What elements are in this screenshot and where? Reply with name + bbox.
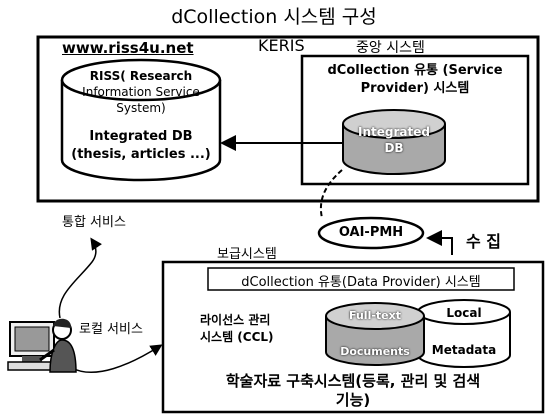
service-provider-line1: dCollection 유통 (Service <box>327 63 503 78</box>
diagram-title: dCollection 시스템 구성 <box>171 6 377 28</box>
metadata-line2: Metadata <box>431 343 497 357</box>
license-line1: 라이선스 관리 <box>200 313 271 327</box>
data-provider-box <box>207 267 515 291</box>
oai-pmh-ellipse <box>317 216 425 250</box>
service-provider-box <box>300 54 530 186</box>
fulltext-line2: Documents <box>340 345 410 358</box>
central-system-label: 중앙 시스템 <box>356 40 425 56</box>
local-service-label: 로컬 서비스 <box>79 322 143 337</box>
integrated-db-right-label: Integrated DB <box>343 124 445 156</box>
local-site-label: 보급시스템 <box>217 247 277 262</box>
local-site-box <box>161 260 545 414</box>
collect-arrow <box>426 230 453 255</box>
integrated-db-right-line2: DB <box>384 141 404 155</box>
fulltext-line1: Full-text <box>349 309 401 322</box>
integrated-db-left-line2: (thesis, articles ...) <box>71 147 211 162</box>
riss-database-cylinder <box>60 58 222 182</box>
build-system-label: 학술자료 구축시스템(등록, 관리 및 검색 기능) <box>170 372 536 410</box>
user-at-computer-icon <box>7 318 77 373</box>
metadata-line1: Local <box>446 306 482 320</box>
fulltext-cylinder <box>325 302 425 366</box>
integrated-service-arrow <box>58 237 102 319</box>
oai-pmh-label: OAI-PMH <box>338 225 404 240</box>
build-system-line1: 학술자료 구축시스템(등록, 관리 및 검색 <box>225 372 481 390</box>
integrated-db-left-label: Integrated DB (thesis, articles ...) <box>62 128 220 164</box>
riss-label-line2: Information Service <box>82 85 200 99</box>
service-provider-label: dCollection 유통 (Service Provider) 시스템 <box>302 62 528 98</box>
collect-label: 수 집 <box>466 232 502 251</box>
integrated-db-left-line1: Integrated DB <box>89 129 193 144</box>
keris-label: KERIS <box>258 36 305 55</box>
integrated-db-right-line1: Integrated <box>358 125 430 139</box>
riss-label-line1: RISS( Research <box>89 69 193 83</box>
riss-label-line3: System) <box>116 101 166 115</box>
local-metadata-cylinder <box>417 299 511 368</box>
dashed-connector <box>320 169 343 219</box>
local-service-arrow <box>71 344 163 373</box>
integrated-db-cylinder <box>342 109 446 175</box>
license-system-label: 라이선스 관리 시스템 (CCL) <box>200 312 274 346</box>
build-system-line2: 기능) <box>335 391 371 409</box>
data-provider-label: dCollection 유통(Data Provider) 시스템 <box>241 275 481 290</box>
integrated-service-label: 통합 서비스 <box>62 215 126 230</box>
license-line2: 시스템 (CCL) <box>200 330 274 344</box>
keris-box <box>36 35 540 203</box>
service-provider-line2: Provider) 시스템 <box>360 81 470 96</box>
riss-site-url: www.riss4u.net <box>62 39 194 57</box>
riss-label: RISS( Research Information Service Syste… <box>70 68 212 116</box>
